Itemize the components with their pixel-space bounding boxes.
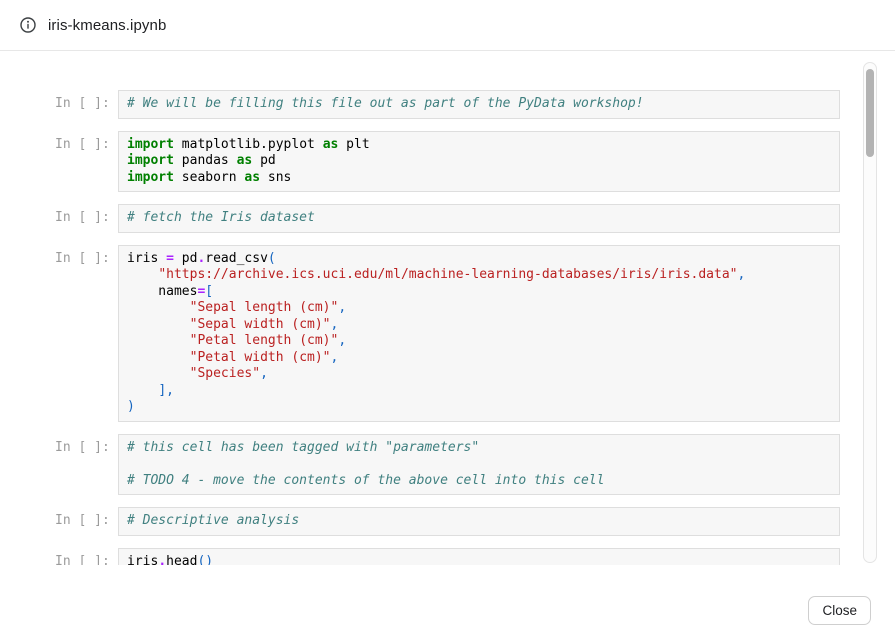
scrollbar-track[interactable] [863,62,877,563]
dialog-title: iris-kmeans.ipynb [48,16,167,34]
cell-input-prompt: In [ ]: [55,250,110,266]
code-cell[interactable]: # Descriptive analysis [118,507,840,536]
code-line: # this cell has been tagged with "parame… [127,439,480,455]
notebook-scroll-area[interactable]: In [ ]: # We will be filling this file ou… [0,52,895,565]
code-line: "Sepal length (cm)", [189,300,347,315]
scrollbar-thumb[interactable] [866,69,874,157]
code-line: ) [127,399,135,414]
cell-input-prompt: In [ ]: [55,439,110,455]
code-line: iris = pd.read_csv( [127,250,276,266]
code-line: "Petal width (cm)", [189,349,339,365]
cell-input-prompt: In [ ]: [55,96,110,111]
notebook-cell-row: In [ ]: iris.head() [55,547,840,566]
cell-input-prompt: In [ ]: [55,210,110,225]
notebook-cell-row: In [ ]: iris = pd.read_csv( "https://arch… [55,244,840,422]
code-line [127,456,831,473]
code-cell[interactable]: iris = pd.read_csv( "https://archive.ics… [118,244,840,422]
code-line: iris.head() [127,553,214,566]
code-cell[interactable]: # fetch the Iris dataset [118,204,840,233]
notebook-cell-row: In [ ]: # this cell has been tagged with … [55,433,840,495]
code-line: "Species", [189,366,268,381]
notebook-cell-row: In [ ]: # fetch the Iris dataset [55,204,840,233]
notebook-cell-row: In [ ]: # Descriptive analysis [55,507,840,536]
code-cell[interactable]: # this cell has been tagged with "parame… [118,433,840,495]
notebook-cells: In [ ]: # We will be filling this file ou… [0,90,895,565]
info-icon[interactable] [20,17,36,33]
code-line: "Petal length (cm)", [189,333,347,348]
code-line: import pandas as pd [127,153,276,168]
code-line: # We will be filling this file out as pa… [127,96,644,111]
code-cell[interactable]: # We will be filling this file out as pa… [118,90,840,119]
code-line: import matplotlib.pyplot as plt [127,136,370,152]
code-line: ], [158,382,174,398]
cell-input-prompt: In [ ]: [55,553,110,566]
code-cell[interactable]: iris.head() [118,547,840,566]
code-line: "https://archive.ics.uci.edu/ml/machine-… [158,267,746,282]
code-line: names=[ [127,283,214,299]
dialog-header: iris-kmeans.ipynb [0,0,895,51]
close-button[interactable]: Close [808,596,871,625]
cell-input-prompt: In [ ]: [55,513,110,528]
code-line: # fetch the Iris dataset [127,210,315,225]
code-line: # TODO 4 - move the contents of the abov… [127,472,605,488]
cell-input-prompt: In [ ]: [55,136,110,152]
code-line: "Sepal width (cm)", [189,316,339,332]
code-line: # Descriptive analysis [127,513,300,528]
notebook-cell-row: In [ ]: # We will be filling this file ou… [55,90,840,119]
code-line: import seaborn as sns [127,169,292,185]
